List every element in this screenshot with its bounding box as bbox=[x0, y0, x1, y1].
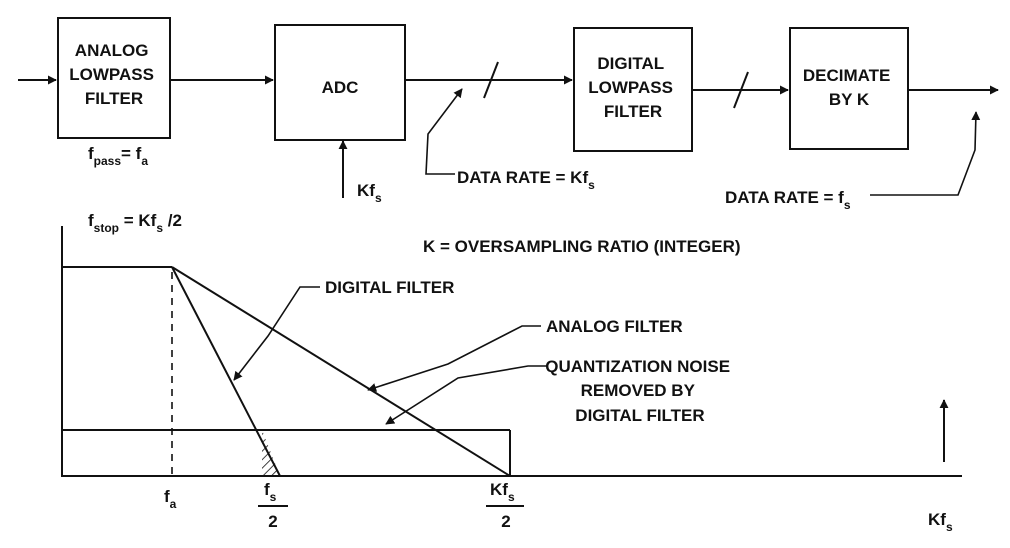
data-rate-fs-label: DATA RATE = fs bbox=[725, 188, 851, 212]
analog-lowpass-filter-block bbox=[57, 17, 171, 139]
svg-text:2: 2 bbox=[268, 512, 277, 531]
quantization-noise-label: QUANTIZATION NOISE REMOVED BY DIGITAL FI… bbox=[545, 357, 735, 425]
digital-filter-leader bbox=[233, 286, 320, 381]
analog-filter-label: ANALOG FILTER bbox=[546, 317, 683, 336]
decimate-block bbox=[789, 27, 909, 150]
digital-lowpass-filter-block bbox=[573, 27, 693, 152]
signal-chain: ANALOG LOWPASS FILTER ADC DIGITAL LOWPAS… bbox=[18, 17, 999, 198]
svg-text:Kfs: Kfs bbox=[490, 480, 515, 504]
analog-lpf-label: ANALOG LOWPASS FILTER bbox=[69, 41, 158, 108]
analog-filter-leader bbox=[367, 325, 541, 392]
quantization-noise-leader bbox=[385, 365, 548, 425]
fa-tick-label: fa bbox=[164, 487, 177, 511]
bus-slash-2 bbox=[733, 71, 749, 109]
bus-slash-1 bbox=[483, 61, 499, 99]
digital-filter-slope bbox=[171, 266, 281, 477]
svg-text:2: 2 bbox=[501, 512, 510, 531]
x-axis-labels: fa fs 2 Kfs 2 Kfs bbox=[164, 480, 953, 534]
fstop-label: fstop = Kfs /2 bbox=[88, 211, 182, 235]
adc-label: ADC bbox=[322, 78, 359, 97]
oversampling-ratio-label: K = OVERSAMPLING RATIO (INTEGER) bbox=[423, 237, 741, 256]
data-rate-fs-leader bbox=[870, 111, 981, 196]
kfs-tick-label: Kfs bbox=[928, 510, 953, 534]
analog-filter-slope bbox=[171, 266, 511, 477]
data-rate-annotations bbox=[425, 88, 981, 196]
kfs-clock-label: Kfs bbox=[357, 181, 382, 205]
data-rate-kfs-label: DATA RATE = Kfs bbox=[457, 168, 595, 192]
adc-block bbox=[274, 24, 406, 141]
digital-filter-label: DIGITAL FILTER bbox=[325, 278, 454, 297]
svg-text:fs: fs bbox=[264, 480, 277, 504]
hatch-mask bbox=[262, 430, 510, 476]
parameter-labels: fpass= fa fstop = Kfs /2 Kfs DATA RATE =… bbox=[88, 144, 851, 256]
digital-lpf-label: DIGITAL LOWPASS FILTER bbox=[588, 54, 677, 121]
kfs-over-2-tick-label: Kfs 2 bbox=[486, 480, 524, 531]
fs-over-2-tick-label: fs 2 bbox=[258, 480, 288, 531]
decimate-label: DECIMATE BY K bbox=[803, 66, 895, 109]
spectrum-plot bbox=[61, 226, 962, 477]
plot-annotations: DIGITAL FILTER ANALOG FILTER QUANTIZATIO… bbox=[233, 278, 735, 425]
data-rate-kfs-leader bbox=[425, 88, 463, 175]
fpass-label: fpass= fa bbox=[88, 144, 148, 168]
